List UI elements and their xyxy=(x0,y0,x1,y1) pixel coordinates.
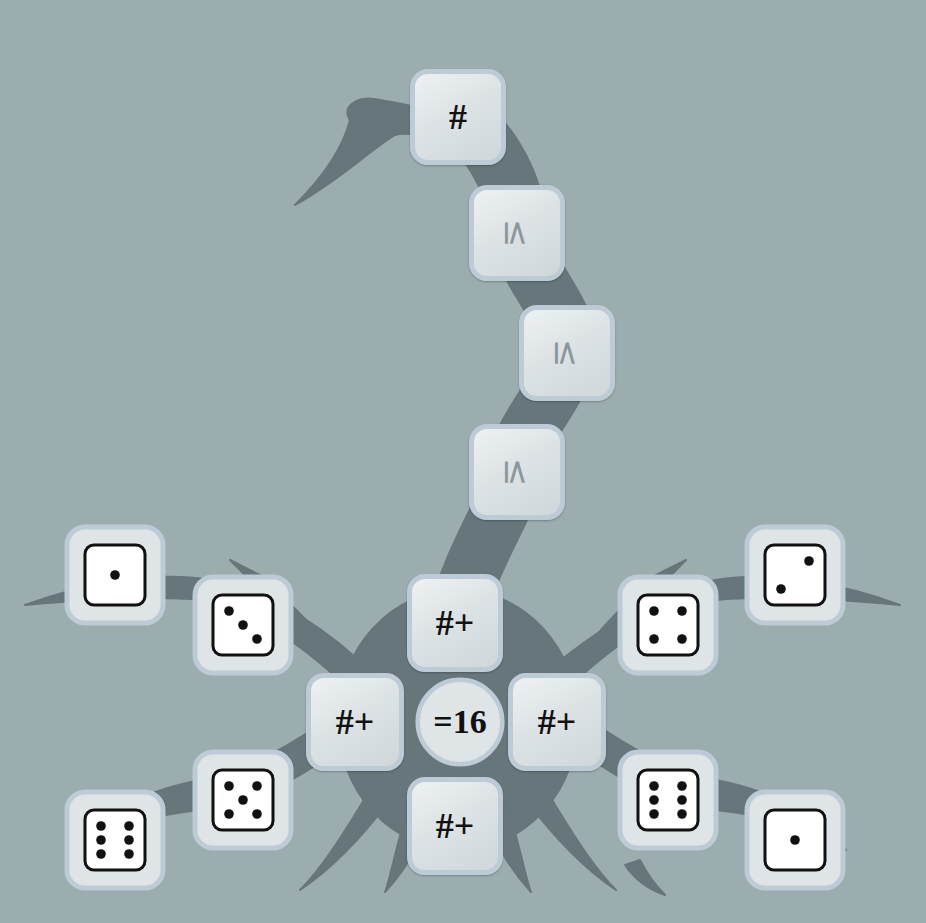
die-pip xyxy=(224,809,234,819)
die-pip xyxy=(776,584,786,594)
die-pip xyxy=(677,634,687,644)
die-pip xyxy=(96,821,106,831)
tile xyxy=(620,752,716,848)
die-pip xyxy=(252,634,262,644)
puzzle-tile: # xyxy=(410,69,506,165)
die-pip xyxy=(124,821,134,831)
die-pip xyxy=(649,795,659,805)
die-tile xyxy=(67,792,163,888)
tile-label: #+ xyxy=(538,704,577,740)
die-pip xyxy=(649,809,659,819)
die-tile xyxy=(195,752,291,848)
die-pip xyxy=(96,835,106,845)
die-face xyxy=(765,810,825,870)
die-tile xyxy=(67,527,163,623)
tile-label: #+ xyxy=(336,704,375,740)
die-tile xyxy=(747,527,843,623)
die-tile xyxy=(620,752,716,848)
tile xyxy=(747,527,843,623)
tile xyxy=(67,527,163,623)
die-pip xyxy=(124,835,134,845)
die-face xyxy=(85,545,145,605)
die-pip xyxy=(677,781,687,791)
puzzle-tile: #+ xyxy=(407,777,503,875)
tile xyxy=(67,792,163,888)
die-pip xyxy=(649,781,659,791)
puzzle-tile: #+ xyxy=(407,574,503,672)
die-tile xyxy=(620,577,716,673)
die-pip xyxy=(252,809,262,819)
die-face xyxy=(213,595,273,655)
tile-label: #+ xyxy=(436,605,475,641)
tile xyxy=(195,752,291,848)
puzzle-tile: ≤ xyxy=(469,185,565,281)
die-face xyxy=(765,545,825,605)
die-pip xyxy=(124,849,134,859)
tile-label: #+ xyxy=(436,808,475,844)
die-tile xyxy=(747,792,843,888)
die-face xyxy=(85,810,145,870)
tile-label: # xyxy=(449,99,467,135)
tile-label: =16 xyxy=(433,705,486,739)
die-pip xyxy=(96,849,106,859)
die-pip xyxy=(677,795,687,805)
die-pip xyxy=(790,835,800,845)
puzzle-tile: ≤ xyxy=(519,305,615,401)
die-pip xyxy=(649,606,659,616)
die-face xyxy=(213,770,273,830)
constraint-symbol: ≤ xyxy=(550,339,584,368)
die-pip xyxy=(804,556,814,566)
die-pip xyxy=(649,634,659,644)
die-pip xyxy=(224,606,234,616)
puzzle-tile: #+ xyxy=(306,673,404,771)
die-pip xyxy=(110,570,120,580)
die-face xyxy=(638,770,698,830)
circle-shape xyxy=(418,680,503,765)
die-pip xyxy=(224,781,234,791)
target-circle: =16 xyxy=(415,677,505,767)
constraint-symbol: ≤ xyxy=(500,458,534,487)
tile xyxy=(620,577,716,673)
constraint-symbol: ≤ xyxy=(500,219,534,248)
tile xyxy=(747,792,843,888)
die-pip xyxy=(238,620,248,630)
puzzle-tile: ≤ xyxy=(469,424,565,520)
die-tile xyxy=(195,577,291,673)
tile xyxy=(195,577,291,673)
die-pip xyxy=(677,809,687,819)
die-pip xyxy=(238,795,248,805)
die-pip xyxy=(677,606,687,616)
puzzle-tile: #+ xyxy=(508,673,606,771)
die-face xyxy=(638,595,698,655)
die-pip xyxy=(252,781,262,791)
